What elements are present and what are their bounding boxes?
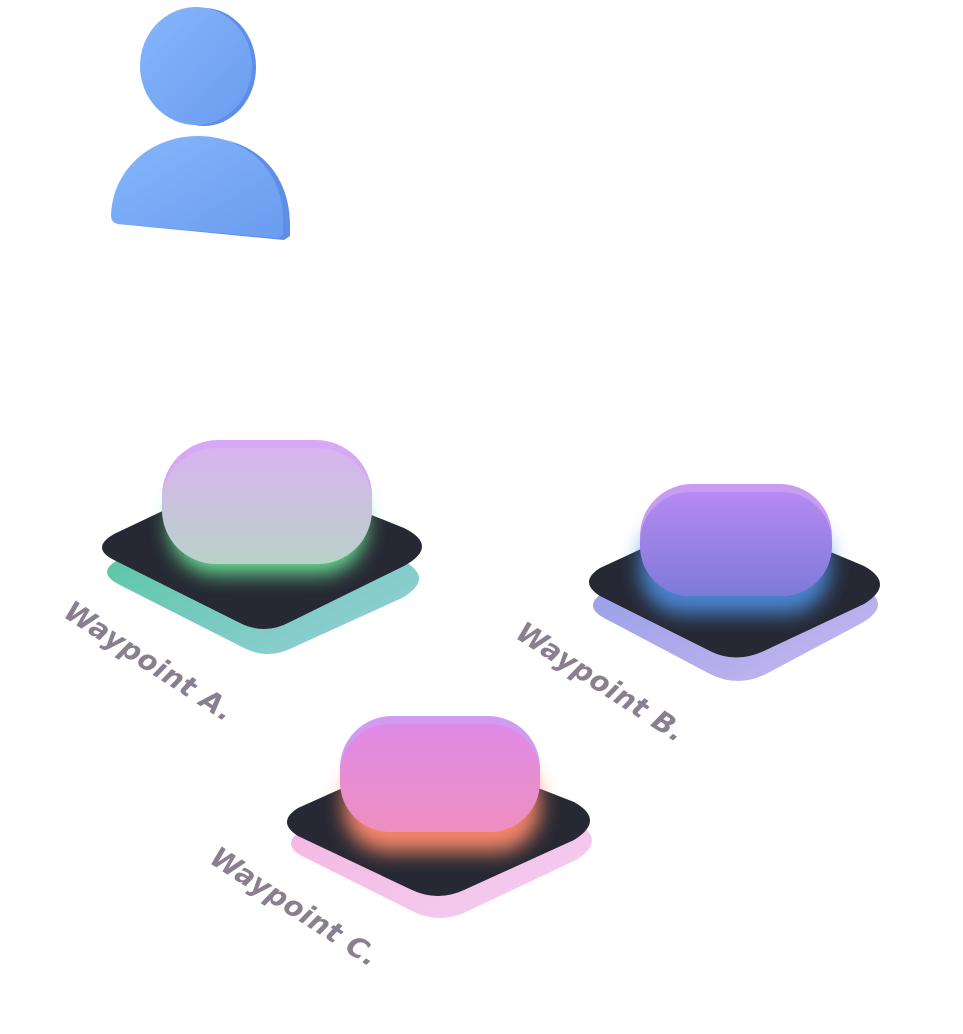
waypoint-c-button[interactable] (340, 724, 540, 832)
waypoint-c[interactable] (287, 716, 592, 918)
waypoint-a-button[interactable] (162, 448, 372, 564)
waypoint-b-button[interactable] (640, 492, 832, 596)
user-body (111, 136, 283, 238)
waypoint-b[interactable] (589, 484, 880, 681)
waypoint-a[interactable] (102, 440, 422, 654)
user-icon (111, 7, 290, 240)
user-head (140, 7, 252, 125)
